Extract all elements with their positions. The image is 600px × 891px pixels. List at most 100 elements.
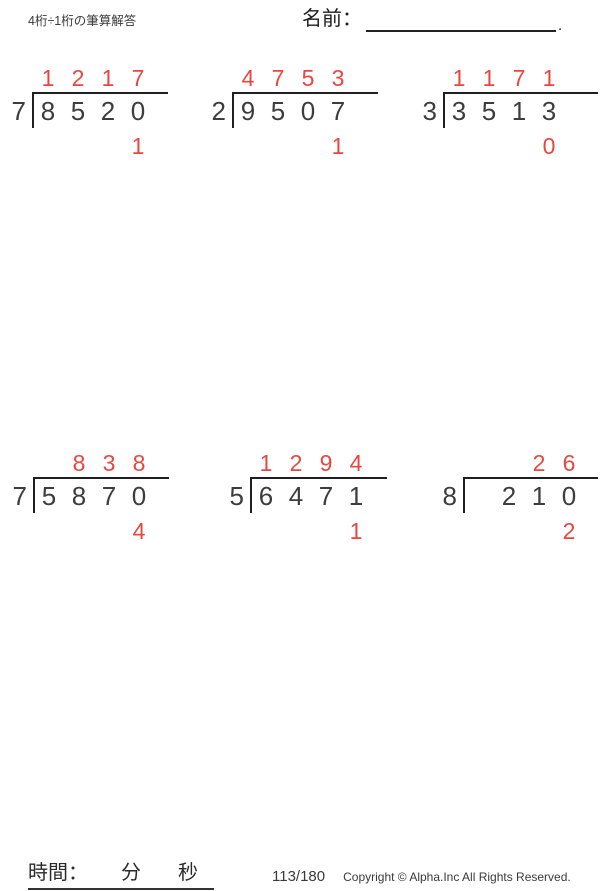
quotient-digit: [494, 451, 524, 475]
remainder-digit: [233, 134, 263, 158]
quotient-digit: 8: [132, 450, 146, 476]
division-bracket-vline: [250, 477, 252, 513]
remainder-digit: 1: [349, 518, 363, 544]
name-blank-line: [366, 6, 556, 32]
dividend-digit: 2: [100, 96, 116, 126]
remainder-digit: 1: [131, 133, 145, 159]
divisor: 7: [11, 96, 26, 126]
dividend-digit: 6: [258, 481, 274, 511]
remainder-row: 0: [444, 134, 564, 158]
divisor: 3: [422, 96, 437, 126]
minutes-label: 分: [121, 862, 141, 884]
remainder-row: 1: [33, 134, 153, 158]
division-bracket-bar: [250, 477, 387, 479]
quotient-digit: 1: [101, 65, 115, 91]
remainder-digit: [63, 134, 93, 158]
footer-info: 113/180 Copyright © Alpha.Inc All Rights…: [272, 868, 571, 885]
quotient-row: 1 1 7 1: [444, 66, 564, 90]
dividend-digit: 1: [531, 481, 547, 511]
remainder-row: 1: [251, 519, 371, 543]
dividend-digit: 2: [501, 481, 517, 511]
remainder-digit: [64, 519, 94, 543]
remainder-digit: [281, 519, 311, 543]
remainder-digit: [93, 134, 123, 158]
division-problem-2: 4 7 5 3 2 9 5 0 7 1: [200, 65, 378, 166]
division-bracket-vline: [443, 92, 445, 128]
remainder-digit: [464, 519, 494, 543]
dividend-digit: 0: [561, 481, 577, 511]
divisor: 8: [442, 481, 457, 511]
quotient-digit: 4: [349, 450, 363, 476]
remainder-digit: [251, 519, 281, 543]
division-problem-1: 1 2 1 7 7 8 5 2 0 1: [0, 66, 172, 166]
remainder-digit: 4: [132, 518, 146, 544]
dividend-digit: [464, 483, 494, 509]
dividend-digit: 5: [41, 481, 57, 511]
dividend-row: 2 1 0: [464, 483, 584, 509]
dividend-row: 9 5 0 7: [233, 98, 353, 124]
quotient-digit: 1: [482, 65, 496, 91]
quotient-row: 1 2 1 7: [33, 66, 153, 90]
remainder-digit: [94, 519, 124, 543]
dividend-digit: 5: [481, 96, 497, 126]
quotient-row: 1 2 9 4: [251, 451, 371, 475]
quotient-digit: [464, 451, 494, 475]
quotient-row: 2 6: [464, 451, 584, 475]
division-bracket-bar: [232, 92, 378, 94]
dividend-digit: 0: [300, 96, 316, 126]
division-problem-6: 2 6 8 2 1 0 2: [431, 451, 600, 551]
division-bracket-vline: [33, 477, 35, 513]
copyright-text: Copyright © Alpha.Inc All Rights Reserve…: [343, 870, 571, 884]
remainder-digit: 2: [562, 518, 576, 544]
quotient-digit: 4: [241, 65, 255, 91]
remainder-digit: [33, 134, 63, 158]
division-bracket-bar: [463, 477, 598, 479]
remainder-digit: [524, 519, 554, 543]
quotient-digit: 3: [102, 450, 116, 476]
dividend-digit: 1: [348, 481, 364, 511]
quotient-digit: 2: [532, 450, 546, 476]
dividend-row: 8 5 2 0: [33, 98, 153, 124]
remainder-digit: [311, 519, 341, 543]
remainder-digit: [474, 134, 504, 158]
dividend-digit: 0: [131, 481, 147, 511]
quotient-digit: 9: [319, 450, 333, 476]
dividend-digit: 7: [318, 481, 334, 511]
name-line-period: .: [558, 17, 563, 34]
dividend-digit: 8: [40, 96, 56, 126]
dividend-digit: 7: [101, 481, 117, 511]
remainder-digit: [444, 134, 474, 158]
quotient-row: 8 3 8: [34, 451, 154, 475]
dividend-row: 5 8 7 0: [34, 483, 154, 509]
dividend-row: 6 4 7 1: [251, 483, 371, 509]
quotient-digit: 2: [289, 450, 303, 476]
dividend-digit: 0: [130, 96, 146, 126]
quotient-digit: 1: [542, 65, 556, 91]
name-label: 名前：: [302, 8, 362, 30]
quotient-digit: 5: [301, 65, 315, 91]
dividend-digit: 9: [240, 96, 256, 126]
division-bracket-vline: [232, 92, 234, 128]
dividend-digit: 8: [71, 481, 87, 511]
quotient-digit: 1: [41, 65, 55, 91]
quotient-digit: 7: [131, 65, 145, 91]
time-label: 時間：: [28, 862, 88, 884]
division-bracket-bar: [443, 92, 598, 94]
division-bracket-vline: [32, 92, 34, 128]
division-bracket-bar: [32, 92, 168, 94]
remainder-digit: [504, 134, 534, 158]
remainder-digit: [494, 519, 524, 543]
quotient-digit: 3: [331, 65, 345, 91]
quotient-digit: 7: [271, 65, 285, 91]
divisor: 2: [211, 96, 226, 126]
remainder-digit: [293, 134, 323, 158]
remainder-digit: 0: [542, 133, 556, 159]
quotient-digit: 8: [72, 450, 86, 476]
quotient-digit: 7: [512, 65, 526, 91]
remainder-digit: 1: [331, 133, 345, 159]
dividend-digit: 5: [70, 96, 86, 126]
seconds-label: 秒: [178, 862, 198, 884]
dividend-digit: 7: [330, 96, 346, 126]
quotient-digit: 1: [259, 450, 273, 476]
